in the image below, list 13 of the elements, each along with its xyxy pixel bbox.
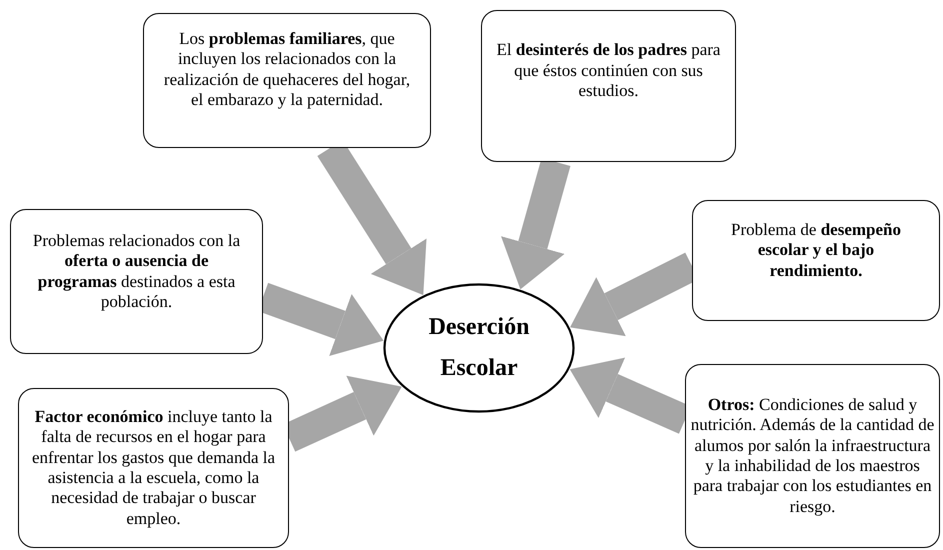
- text-box: [481, 10, 736, 162]
- box-text: Los problemas familiares, que incluyen los relacionados con la realización de quehaceres del hogar, el embarazo y la paternidad.: [162, 28, 412, 110]
- box-text: Factor económico incluye tanto la falta de recursos en el hogar para enfrentar los gastos que demanda la asistencia a la escuela, como la necesidad de trabajar o buscar empleo.: [30, 406, 276, 530]
- box-text: Problema de desempeño escolar y el bajo rendimiento.: [730, 220, 902, 282]
- text-box: [143, 13, 431, 148]
- text-box: [10, 209, 263, 354]
- text-box: [18, 388, 289, 548]
- box-text: Problemas relacionados con la oferta o ausencia de programas destinados a esta población.: [32, 230, 242, 312]
- text-box: [685, 364, 940, 548]
- box-text: Otros: Condiciones de salud y nutrición. Además de la cantidad de alumos por salón la infraestructura y la inhabilidad de los maestros para trabajar con los estudiantes en riesgo.: [690, 394, 935, 518]
- text-box: [692, 200, 940, 321]
- center-title: Deserción Escolar: [428, 313, 530, 383]
- box-text: El desinterés de los padres para que éstos continúen con sus estudios.: [496, 40, 722, 102]
